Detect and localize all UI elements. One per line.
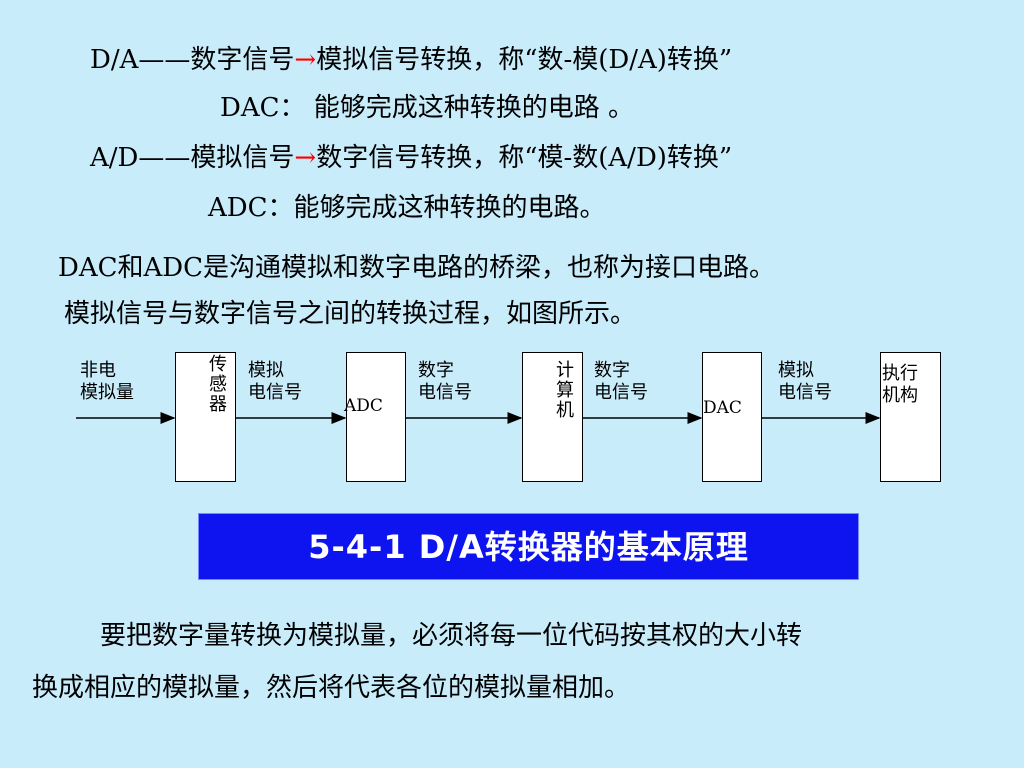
analog-b-label-line1: 模拟 — [778, 360, 814, 381]
actuator-label-line1: 执行 — [882, 363, 918, 384]
sensor-block: 传感器 — [175, 352, 236, 482]
digital-signal-label: 数字 电信号 — [418, 360, 472, 404]
adc-label: ADC — [344, 396, 383, 416]
input-label-line1: 非电 — [80, 360, 116, 381]
paragraph-line-1: 要把数字量转换为模拟量，必须将每一位代码按其权的大小转 — [100, 621, 803, 651]
computer-label: 计算机 — [556, 360, 574, 421]
dac-block: DAC — [702, 352, 762, 482]
arrow-icon: → — [294, 143, 317, 173]
actuator-label: 执行 机构 — [882, 363, 918, 407]
digital-label-line2: 电信号 — [418, 382, 472, 403]
sensor-label: 传感器 — [209, 354, 227, 415]
conversion-diagram: 非电 模拟量 传感器 模拟 电信号 ADC 数字 电信号 计算机 数字 电信号 … — [0, 340, 1024, 490]
da-prefix: D/A——数字信号 — [90, 45, 295, 75]
da-suffix: 模拟信号转换，称“数-模(D/A)转换” — [316, 45, 733, 75]
adc-definition: ADC：能够完成这种转换的电路。 — [208, 193, 606, 223]
adc-block: ADC — [344, 352, 406, 482]
ad-definition: A/D——模拟信号→数字信号转换，称“模-数(A/D)转换” — [90, 142, 732, 174]
ad-suffix: 数字信号转换，称“模-数(A/D)转换” — [316, 143, 733, 173]
analog-label-line1: 模拟 — [248, 360, 284, 381]
actuator-label-line2: 机构 — [882, 385, 918, 406]
paragraph-line-2: 换成相应的模拟量，然后将代表各位的模拟量相加。 — [32, 673, 631, 703]
computer-block: 计算机 — [522, 352, 583, 482]
bridge-statement: DAC和ADC是沟通模拟和数字电路的桥梁，也称为接口电路。 — [58, 253, 776, 283]
digital-b-label-line2: 电信号 — [594, 382, 648, 403]
dac-label: DAC — [703, 398, 742, 418]
process-statement: 模拟信号与数字信号之间的转换过程，如图所示。 — [64, 299, 637, 329]
input-label: 非电 模拟量 — [80, 360, 134, 404]
analog-label-line2: 电信号 — [248, 382, 302, 403]
digital-signal-label-b: 数字 电信号 — [594, 360, 648, 404]
analog-b-label-line2: 电信号 — [778, 382, 832, 403]
actuator-block: 执行 机构 — [880, 352, 941, 482]
arrow-icon: → — [294, 45, 317, 75]
ad-prefix: A/D——模拟信号 — [90, 143, 295, 173]
diagram-connectors — [76, 412, 881, 424]
da-definition: D/A——数字信号→模拟信号转换，称“数-模(D/A)转换” — [90, 44, 732, 76]
dac-definition: DAC： 能够完成这种转换的电路 。 — [220, 93, 635, 123]
digital-label-line1: 数字 — [418, 360, 454, 381]
analog-signal-label: 模拟 电信号 — [248, 360, 302, 404]
analog-signal-label-b: 模拟 电信号 — [778, 360, 832, 404]
digital-b-label-line1: 数字 — [594, 360, 630, 381]
input-label-line2: 模拟量 — [80, 382, 134, 403]
section-title-banner: 5-4-1 D/A转换器的基本原理 — [198, 513, 859, 580]
